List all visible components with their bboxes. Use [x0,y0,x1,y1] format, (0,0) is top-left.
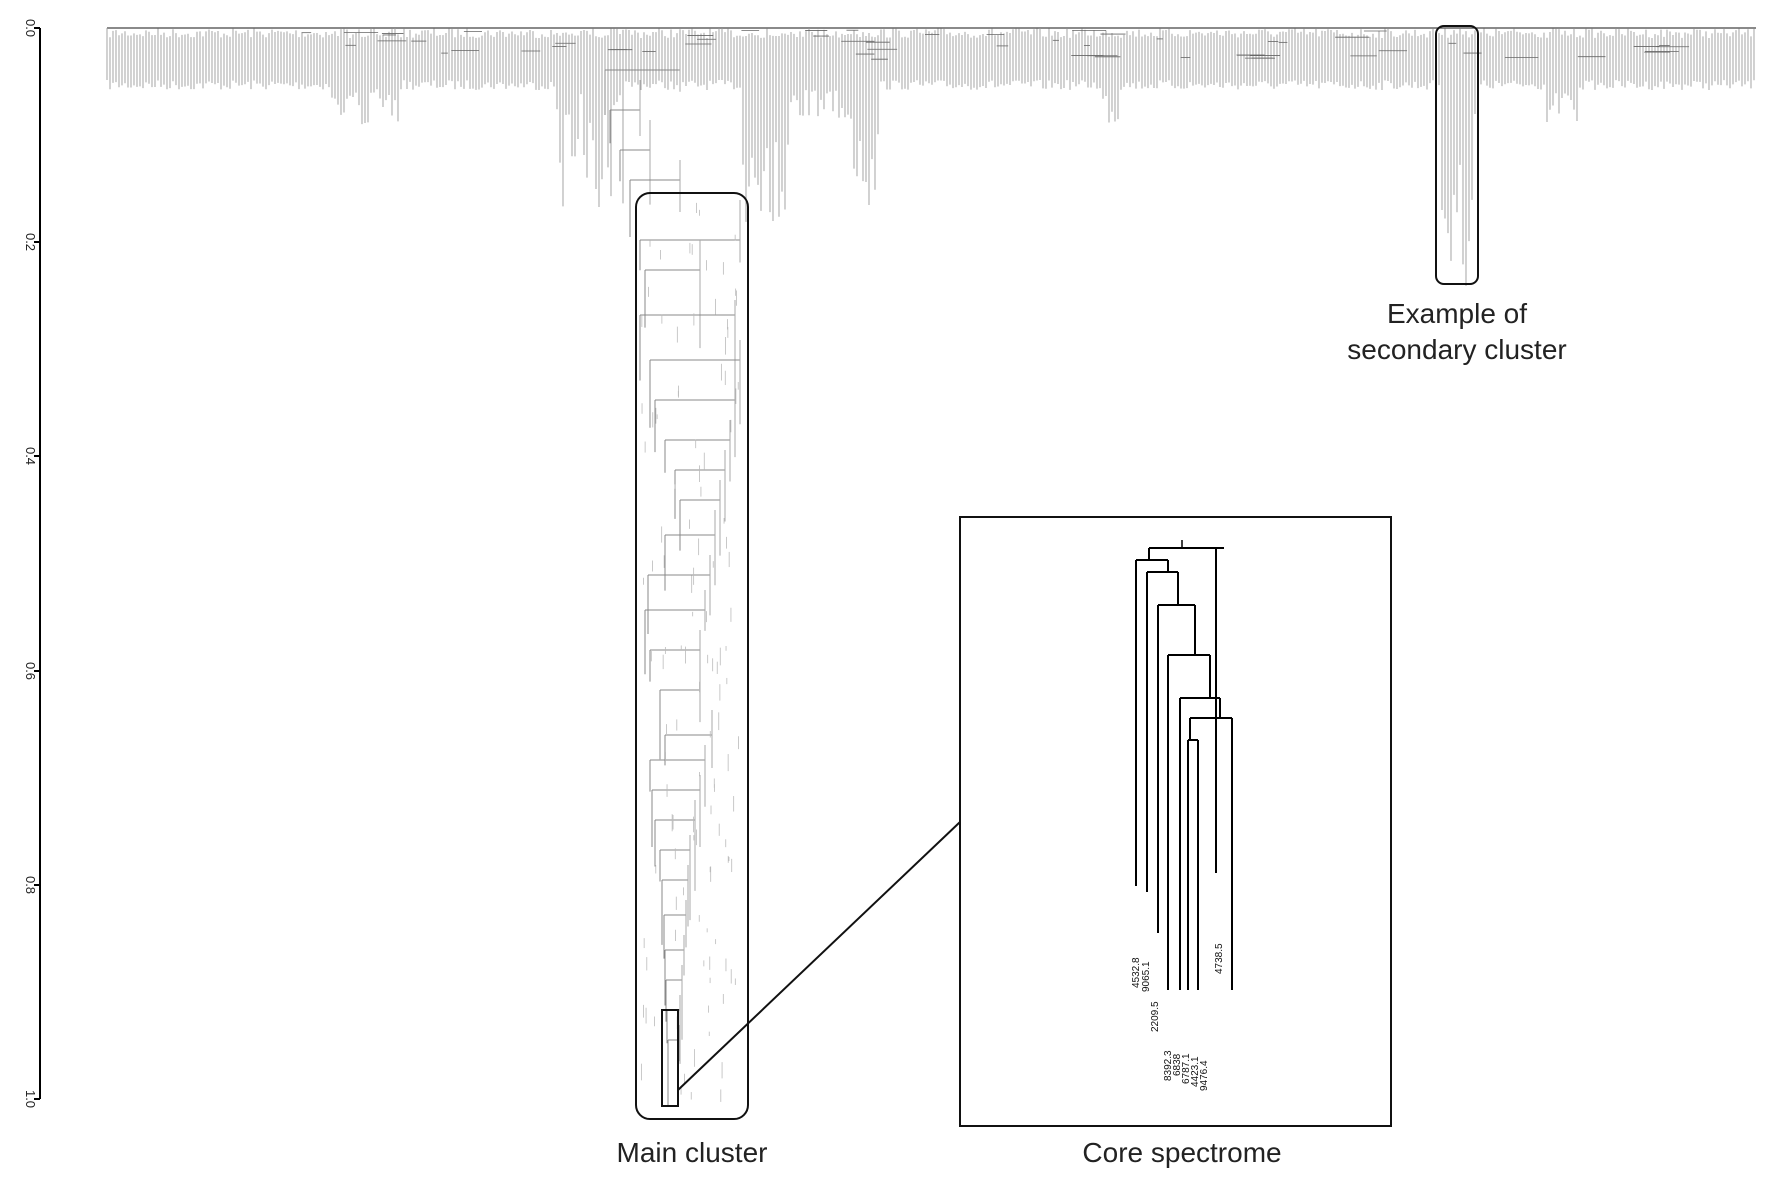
y-tick-label: 0.2 [23,233,38,251]
y-tick-label: 1.0 [23,1090,38,1108]
secondary-cluster-frame [1435,25,1479,285]
main-cluster-caption: Main cluster [617,1137,768,1168]
core-spectrome-inset [959,516,1392,1127]
y-tick-label: 0.0 [23,19,38,37]
secondary-caption-line1: Example of [1387,298,1527,329]
y-tick-label: 0.6 [23,662,38,680]
main-cluster-frame [635,192,749,1120]
leaf-label: 4423.1 [1190,1056,1201,1087]
y-tick-label: 0.8 [23,876,38,894]
leaf-label: 8392.3 [1163,1050,1174,1081]
leaf-label: 9065.1 [1141,961,1152,992]
core-leaf-labels: 4532.8 9065.1 2209.5 8392.3 6838 6787.1 … [1131,943,1225,1091]
leaf-label: 6787.1 [1181,1053,1192,1084]
secondary-caption-line2: secondary cluster [1347,334,1566,365]
core-spectrome-tree [1135,540,1233,990]
zoom-connector-line [677,821,961,1091]
leaf-label: 6838 [1172,1053,1183,1076]
core-highlight-box [661,1009,679,1107]
y-axis: 0.0 0.2 0.4 0.6 0.8 1.0 [23,19,41,1108]
leaf-label: 4738.5 [1214,943,1225,974]
leaf-label: 2209.5 [1150,1001,1161,1032]
y-tick-label: 0.4 [23,447,38,465]
core-spectrome-caption: Core spectrome [1082,1137,1281,1168]
leaf-label: 9476.4 [1199,1060,1210,1091]
main-cluster-tree [604,40,741,1108]
leaf-label: 4532.8 [1131,957,1142,988]
dendrogram-fringe [106,27,1756,286]
